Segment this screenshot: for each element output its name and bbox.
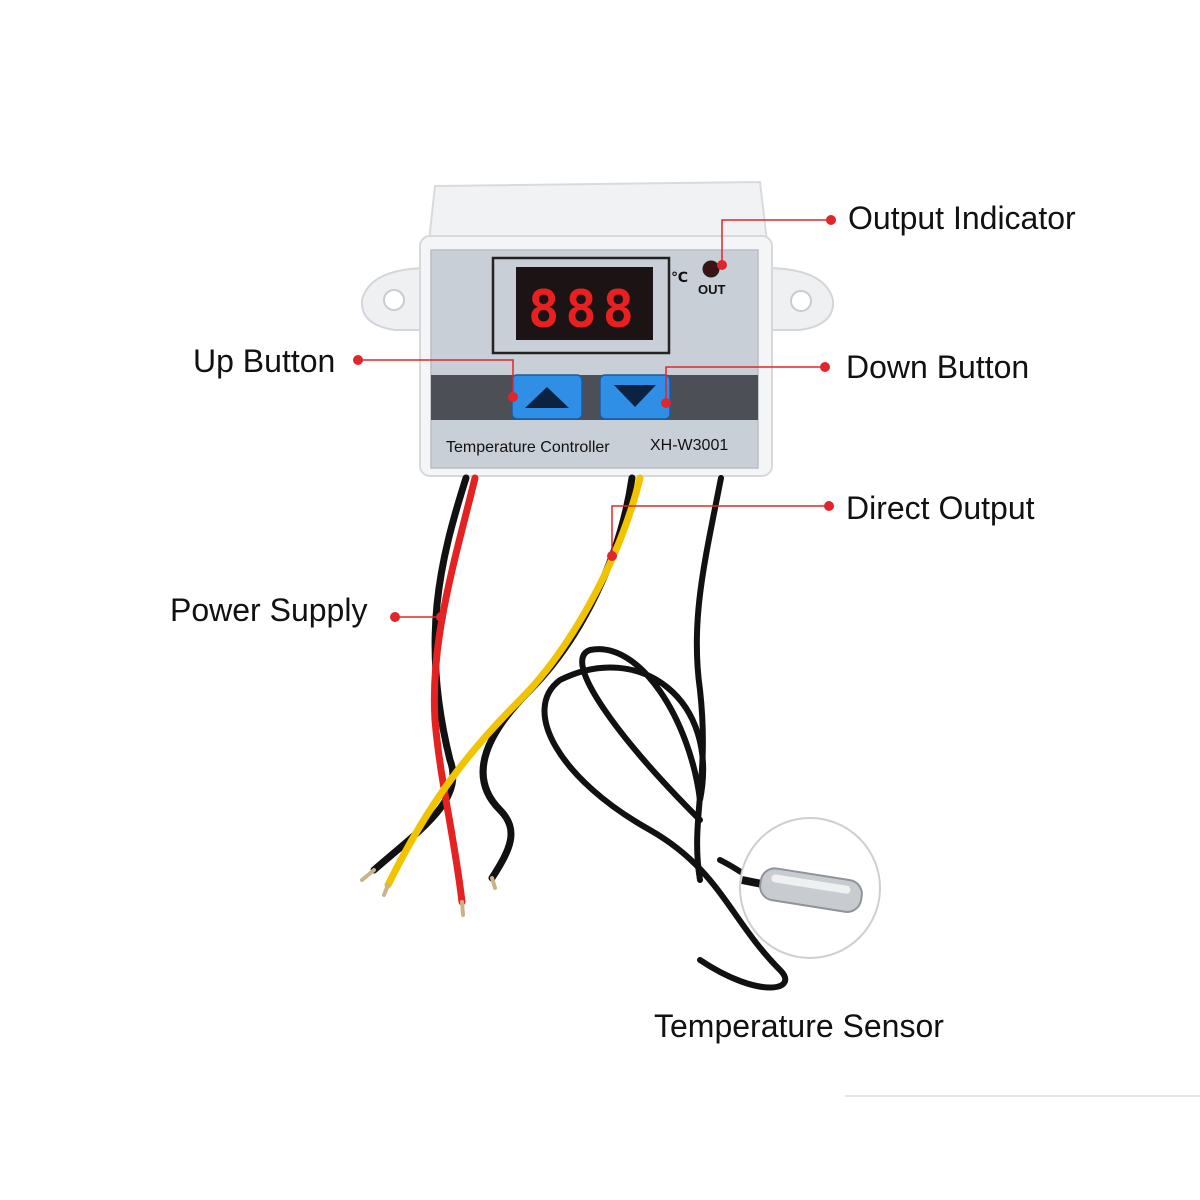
- label-output-indicator: Output Indicator: [848, 200, 1076, 236]
- led-display: [491, 256, 671, 355]
- divider: [845, 1095, 1200, 1097]
- label-direct-output: Direct Output: [846, 490, 1035, 526]
- sensor-cable: [693, 475, 724, 883]
- panel-title: Temperature Controller: [446, 439, 610, 456]
- wires: [360, 474, 813, 991]
- leader-up-button: [358, 359, 514, 397]
- triangle-down-icon: [614, 385, 656, 407]
- label-power-supply: Power Supply: [170, 592, 368, 628]
- down-button[interactable]: [599, 374, 671, 420]
- leader-dots: [353, 215, 836, 622]
- output-wire-black: [479, 474, 636, 882]
- out-label: OUT: [698, 282, 726, 297]
- label-up-button: Up Button: [193, 343, 336, 379]
- power-wire-black: [370, 474, 470, 874]
- unit-label: ℃: [671, 270, 688, 286]
- leader-direct-output: [611, 505, 829, 556]
- power-wire-red: [430, 474, 479, 906]
- up-button[interactable]: [511, 374, 583, 420]
- model-number: XH-W3001: [650, 437, 728, 454]
- leader-output-indicator: [721, 219, 831, 265]
- output-led: [702, 260, 720, 278]
- leader-lines: [358, 219, 831, 618]
- sensor-probe-detail: [739, 817, 881, 959]
- label-down-button: Down Button: [846, 349, 1030, 385]
- display-digits: 888: [528, 280, 640, 340]
- label-temperature-sensor: Temperature Sensor: [654, 1008, 944, 1044]
- leader-down-button: [665, 366, 825, 403]
- triangle-up-icon: [525, 387, 569, 408]
- mounting-ear-left: [360, 266, 431, 331]
- mounting-ear-right: [764, 266, 835, 331]
- sensor-cable-coil: [541, 646, 789, 991]
